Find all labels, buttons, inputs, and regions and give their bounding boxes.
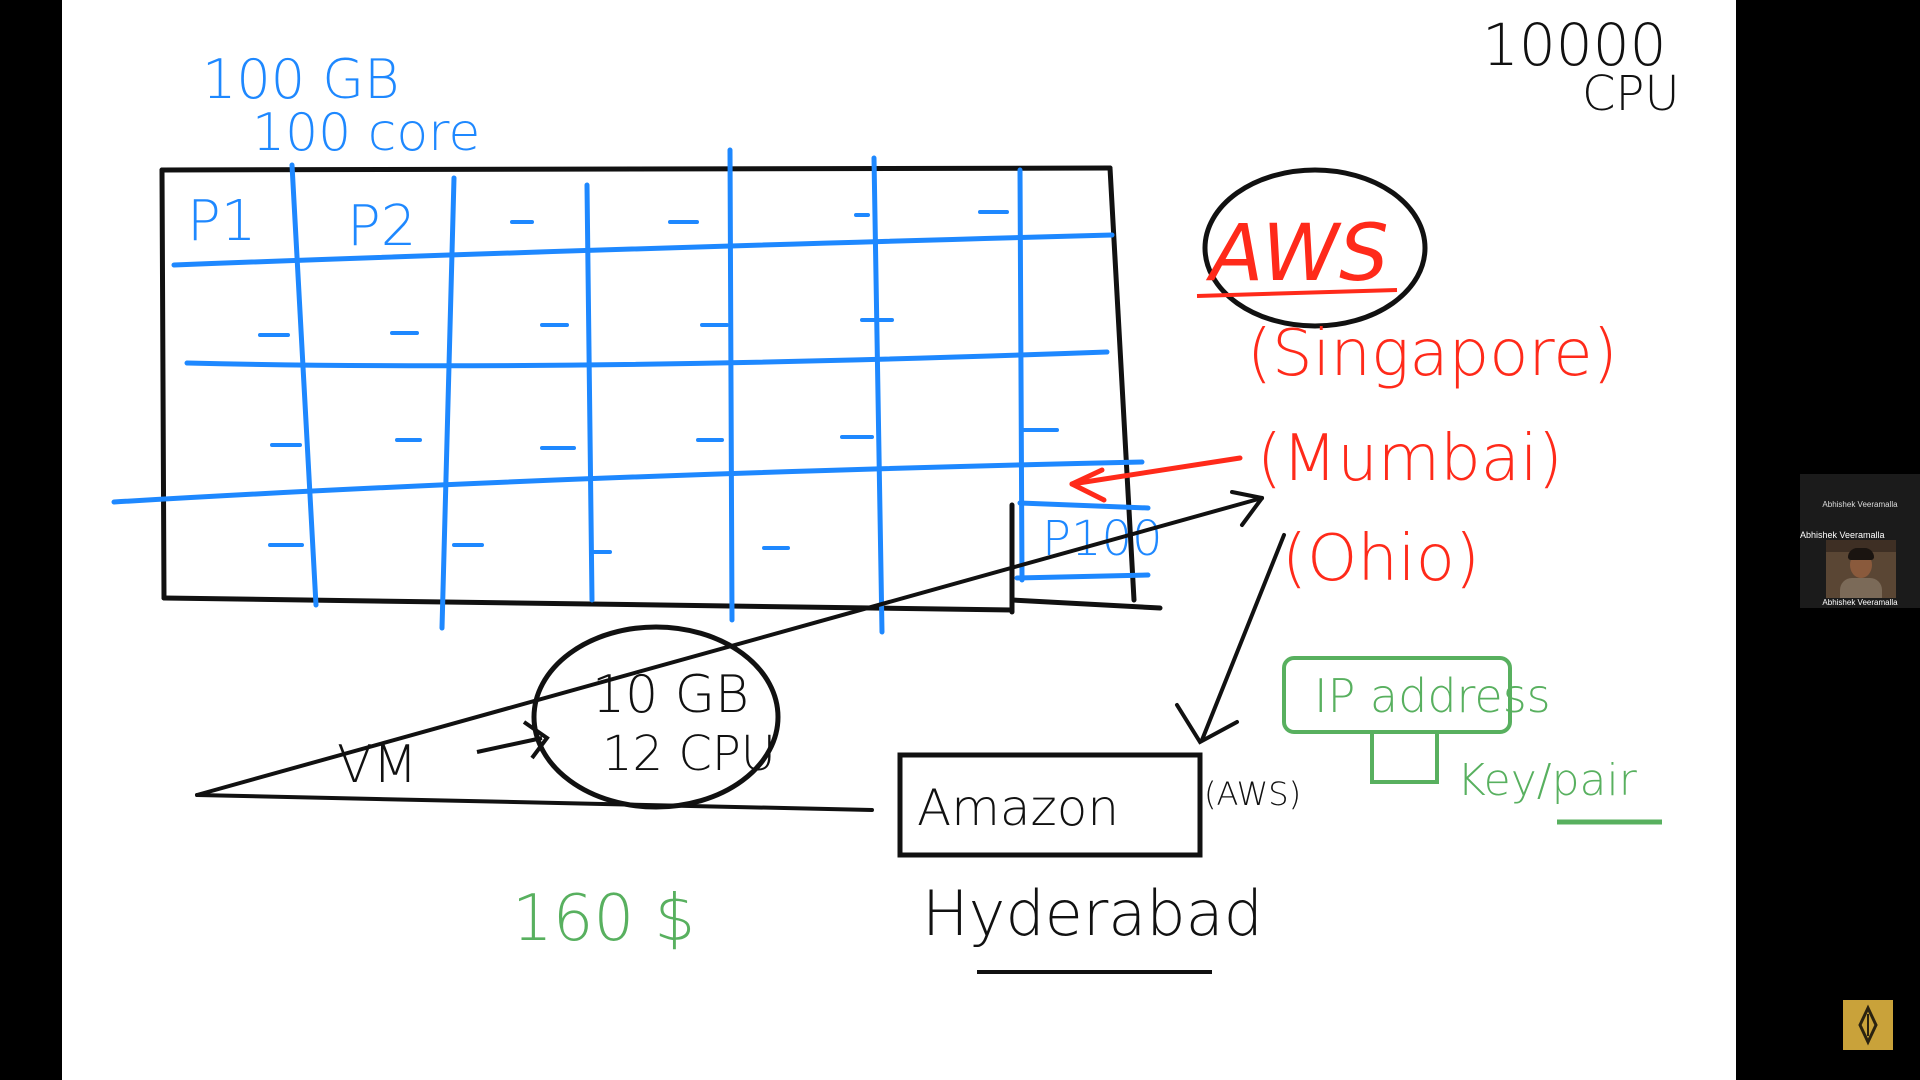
aws-underline: [1196, 288, 1398, 298]
app-logo-button[interactable]: [1843, 1000, 1893, 1050]
cloud-provider: AWS: [1205, 209, 1389, 299]
customer-qualifier: (AWS): [1204, 775, 1301, 813]
customer-box: [897, 752, 1203, 858]
vm-arrow: [476, 720, 550, 760]
whiteboard-drawing: 100 GB 100 core P1 P2 P100 10000 CPU AWS…: [111, 11, 1680, 974]
grid-lines: [111, 147, 1151, 635]
grid-header-p1: P1: [187, 189, 256, 254]
key-pair-label: Key/pair: [1457, 755, 1638, 806]
vm-label: VM: [337, 735, 417, 795]
grid-header-p2: P2: [347, 194, 416, 259]
vm-cpu: 12 CPU: [602, 726, 776, 782]
region-singapore: (Singapore): [1247, 317, 1618, 391]
ip-box: [1282, 656, 1512, 734]
participant-name-mid: Abhishek Veeramalla: [1800, 530, 1885, 540]
total-cpu-label: CPU: [1582, 66, 1680, 122]
aws-circle: [1202, 167, 1428, 329]
vm-spec-circle: [531, 624, 781, 810]
table-outline: [159, 165, 1163, 615]
compass-diamond-icon: [1858, 1004, 1878, 1046]
vm-price: 160 $: [512, 882, 695, 956]
region-mumbai: (Mumbai): [1257, 422, 1563, 496]
customer-location: Hyderabad: [922, 877, 1263, 950]
region-ohio: (Ohio): [1282, 522, 1480, 596]
participant-name-bottom: Abhishek Veeramalla: [1822, 598, 1898, 607]
ip-label: IP address: [1314, 669, 1551, 723]
ohio-arrow: [1175, 533, 1286, 745]
total-cpu-count: 10000: [1482, 11, 1667, 79]
vm-memory: 10 GB: [592, 665, 749, 725]
capacity-memory: 100 GB: [202, 48, 399, 111]
whiteboard-canvas[interactable]: 100 GB 100 core P1 P2 P100 10000 CPU AWS…: [62, 0, 1736, 1080]
customer-name: Amazon: [917, 779, 1119, 837]
participant-video-tile[interactable]: Abhishek Veeramalla Abhishek Veeramalla …: [1800, 474, 1920, 608]
grid-cell-p100: P100: [1042, 511, 1163, 567]
red-arrow: [1069, 455, 1243, 503]
capacity-cores: 100 core: [252, 103, 480, 163]
grid-dashes: [258, 210, 1059, 554]
ip-key-connector: [1370, 733, 1439, 784]
participant-avatar: [1826, 540, 1896, 598]
participant-name-top: Abhishek Veeramalla: [1822, 500, 1898, 509]
